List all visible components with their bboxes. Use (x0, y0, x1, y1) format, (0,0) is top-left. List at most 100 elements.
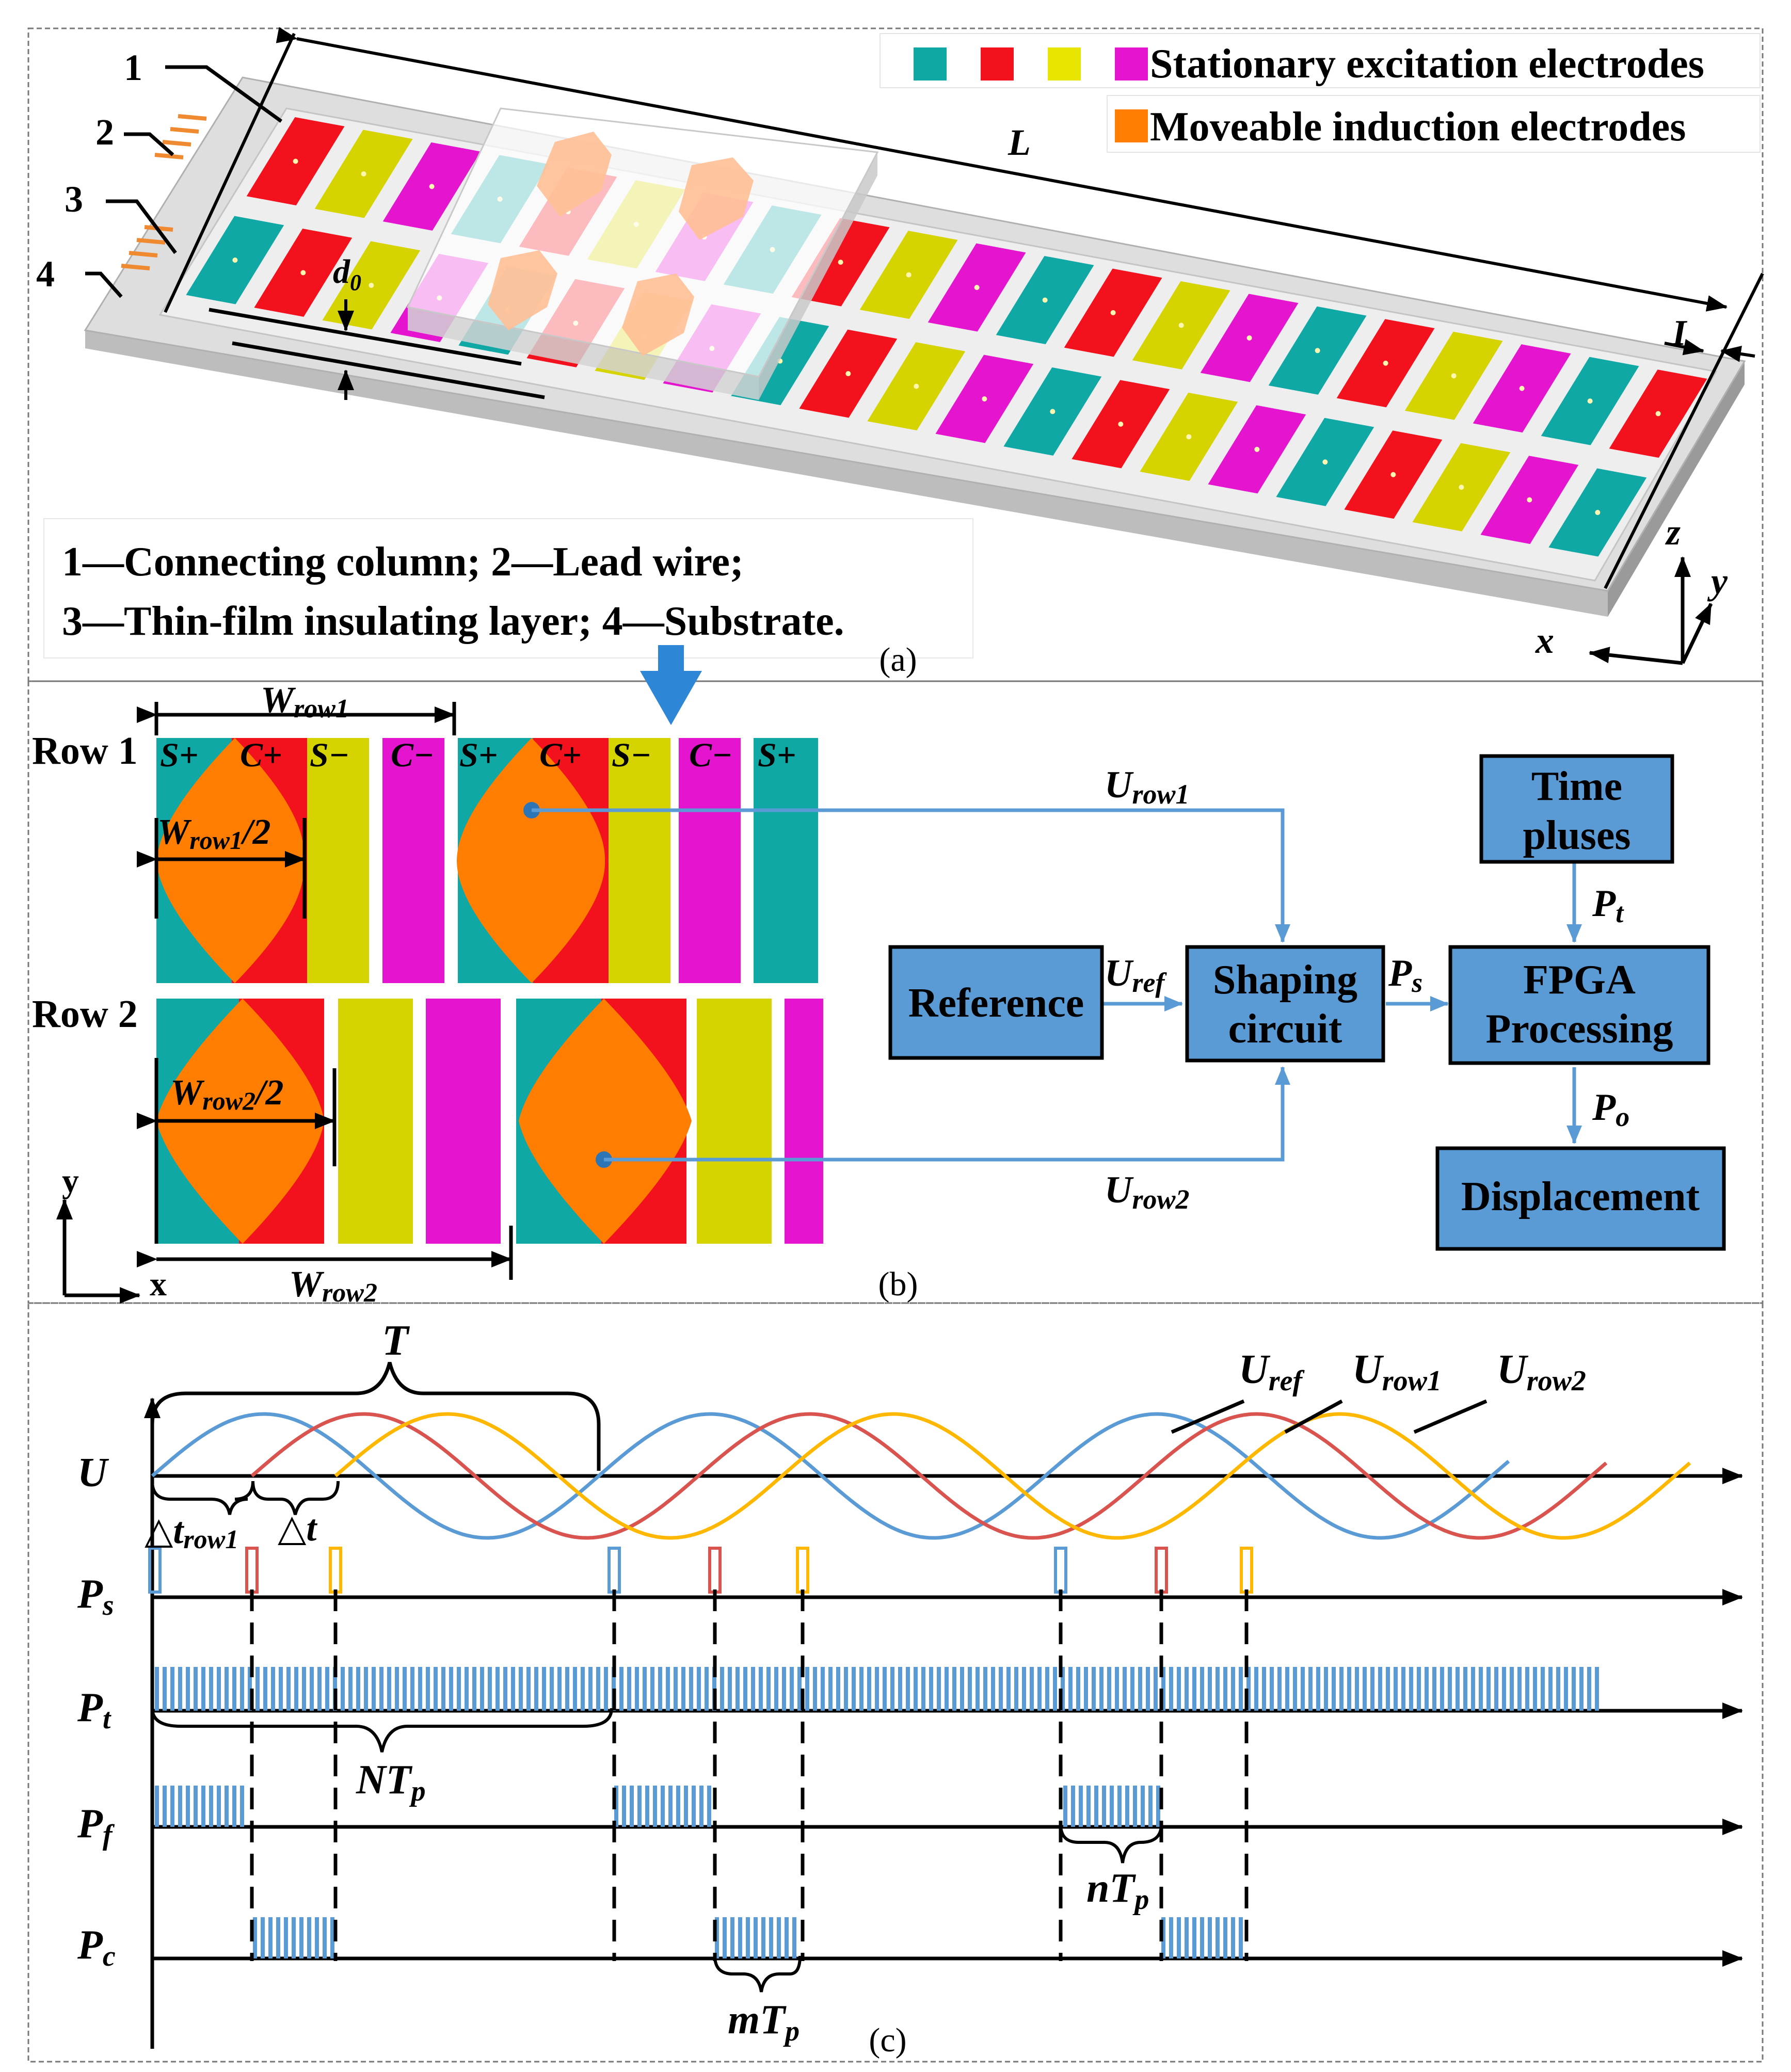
legend-swatch-cyan (914, 47, 947, 81)
p-s-label: Ps (1388, 952, 1422, 998)
pt-pulse (1037, 1667, 1042, 1711)
pt-pulse (1185, 1667, 1189, 1711)
pt-pulse (317, 1667, 322, 1711)
d0-line-bottom (232, 341, 545, 399)
L-extension-right (1604, 272, 1764, 589)
pf-pulse (225, 1786, 229, 1827)
electrode-via (1595, 510, 1601, 516)
pf-pulse (668, 1786, 673, 1827)
pf-pulse (707, 1786, 711, 1827)
pt-pulse (1494, 1667, 1498, 1711)
pc-pulse (746, 1917, 750, 1958)
pt-pulse (240, 1667, 244, 1711)
block-reference-text: Reference (908, 981, 1084, 1026)
axis-z-label: z (1665, 511, 1681, 553)
pt-pulse (999, 1667, 1003, 1711)
pt-pulse (635, 1667, 639, 1711)
electrode-via (974, 285, 980, 291)
slider-side (408, 307, 759, 400)
pc-pulse (723, 1917, 727, 1958)
block-time-pluses: Time pluses (1479, 754, 1674, 864)
electrode-via (429, 184, 435, 189)
T-brace (150, 1362, 601, 1471)
T-label: T (382, 1316, 410, 1364)
legend-swatch-red (981, 47, 1014, 81)
block-displacement: Displacement (1435, 1146, 1726, 1251)
pt-pulse (1587, 1667, 1591, 1711)
row-label-Ps: Ps (77, 1571, 114, 1621)
pc-pulse (761, 1917, 765, 1958)
L-label: L (1008, 122, 1031, 163)
pt-pulse (387, 1667, 391, 1711)
pt-pulse (225, 1667, 229, 1711)
pt-pulse (217, 1667, 221, 1711)
pc-pulse (777, 1917, 781, 1958)
pt-pulse (1394, 1667, 1398, 1711)
electrode-label: S+ (758, 736, 796, 774)
substrate-end (1608, 361, 1745, 617)
row1-electrode-C- (382, 738, 444, 983)
pt-pulse (1595, 1667, 1599, 1711)
caption-box (43, 518, 973, 658)
pt-pulse (1161, 1667, 1165, 1711)
pt-pulse (356, 1667, 360, 1711)
signal-lines (523, 802, 1582, 1168)
pf-pulse (692, 1786, 696, 1827)
electrode-label: C− (689, 736, 732, 774)
pt-pulse (1440, 1667, 1444, 1711)
electrode-via (1050, 409, 1056, 414)
legend: Stationary excitation electrodes Moveabl… (879, 33, 1761, 153)
pt-pulse (883, 1667, 887, 1711)
pt-pulse (1177, 1667, 1181, 1711)
w-row1-label: Wrow1 (261, 679, 349, 724)
legend-swatch-yellow (1048, 47, 1081, 81)
pt-pulse (782, 1667, 786, 1711)
pt-pulse (1239, 1667, 1243, 1711)
axis-y-label-2d: y (62, 1162, 79, 1200)
substrate-side (85, 330, 1608, 617)
panel-b-label: (b) (878, 1265, 918, 1303)
pulse-trains (148, 1547, 1599, 1958)
electrode-via (1254, 446, 1260, 452)
pc-pulse (792, 1917, 796, 1958)
pf-pulse (1148, 1786, 1153, 1827)
u-ref-wave (151, 1412, 1510, 1540)
pt-pulse (844, 1667, 848, 1711)
pf-pulse (1079, 1786, 1083, 1827)
pt-pulse (573, 1667, 577, 1711)
nTp-label: nTp (1086, 1866, 1149, 1916)
u-row2-wave-label: Urow2 (1497, 1347, 1586, 1397)
pt-pulse (271, 1667, 275, 1711)
pf-pulse (209, 1786, 213, 1827)
pf-pulse (201, 1786, 205, 1827)
pf-pulse (163, 1786, 167, 1827)
d0-line-top (209, 308, 522, 366)
pt-pulse (263, 1667, 267, 1711)
pt-pulse (968, 1667, 972, 1711)
pt-pulse (983, 1667, 987, 1711)
u-row1-wave-label: Urow1 (1352, 1347, 1442, 1397)
pt-pulse (898, 1667, 902, 1711)
pt-pulse (178, 1667, 182, 1711)
pc-pulse (323, 1917, 327, 1958)
pt-pulse (581, 1667, 585, 1711)
pf-pulse (1133, 1786, 1137, 1827)
pt-pulse (1572, 1667, 1576, 1711)
callout-3: 3 (65, 179, 83, 220)
pt-pulse (759, 1667, 763, 1711)
electrode-label: S+ (459, 736, 498, 774)
panel-c-label: (c) (869, 2021, 906, 2059)
pt-pulse (465, 1667, 469, 1711)
pt-pulse (697, 1667, 701, 1711)
pt-pulse (565, 1667, 569, 1711)
pt-pulse (1564, 1667, 1568, 1711)
pt-pulse (720, 1667, 724, 1711)
dt-row1-label: △trow1 (145, 1510, 238, 1554)
NTp-label: NTp (356, 1757, 426, 1807)
electrode-via (1383, 360, 1388, 366)
pt-pulse (1092, 1667, 1096, 1711)
pt-pulse (743, 1667, 747, 1711)
block-reference: Reference (888, 945, 1104, 1060)
electrode-via (1315, 348, 1320, 354)
block-time-text-2: pluses (1523, 813, 1631, 858)
